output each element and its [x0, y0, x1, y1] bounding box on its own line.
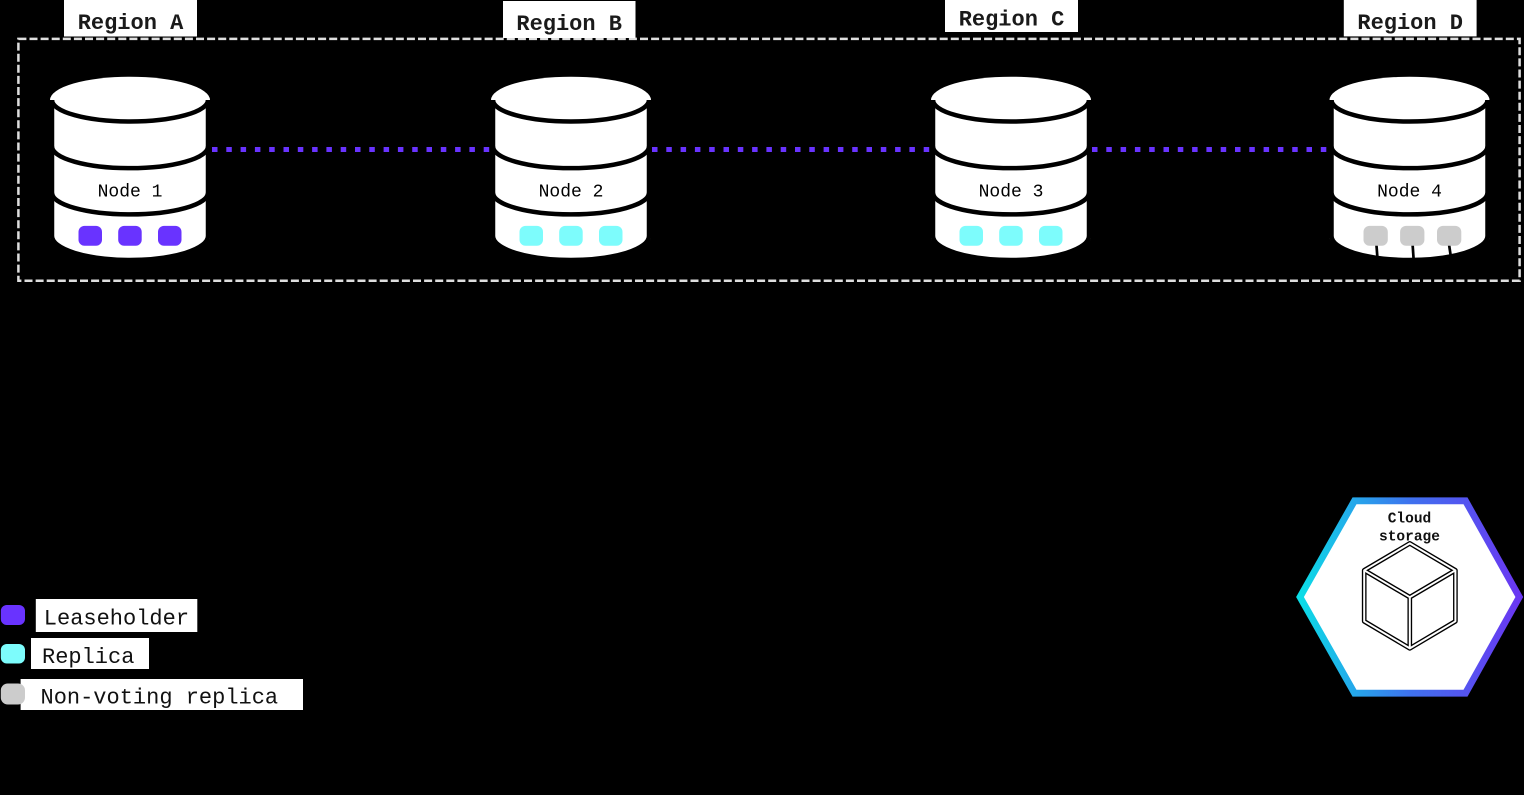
- svg-text:Node 4: Node 4: [1377, 183, 1442, 203]
- svg-text:Region A: Region A: [78, 11, 184, 36]
- svg-text:Replica: Replica: [42, 645, 134, 670]
- svg-text:Leaseholder: Leaseholder: [44, 607, 189, 632]
- svg-text:Region D: Region D: [1357, 11, 1463, 36]
- svg-text:Non-voting replica: Non-voting replica: [41, 686, 279, 711]
- svg-text:Region C: Region C: [959, 8, 1065, 33]
- svg-text:Node 2: Node 2: [539, 183, 604, 203]
- svg-text:storage: storage: [1379, 530, 1440, 546]
- svg-text:Node 1: Node 1: [98, 183, 163, 203]
- svg-text:Node 3: Node 3: [979, 183, 1044, 203]
- svg-text:Cloud: Cloud: [1388, 512, 1432, 528]
- svg-text:Region B: Region B: [516, 12, 622, 37]
